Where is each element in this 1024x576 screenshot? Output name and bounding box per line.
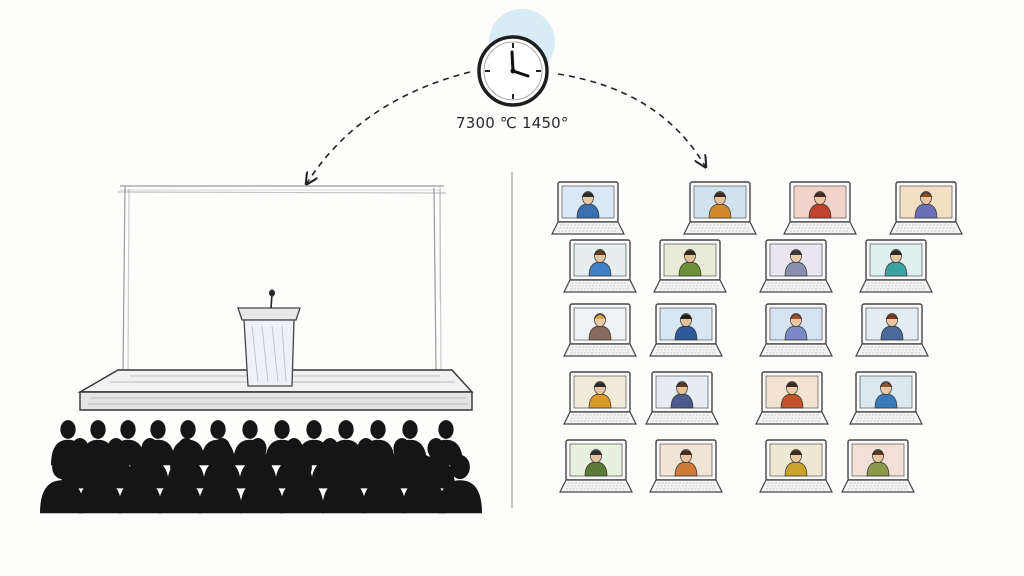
audience-group [40, 420, 482, 514]
laptop-participant [759, 303, 833, 357]
laptop-participant [841, 439, 915, 493]
laptop-participant [563, 303, 637, 357]
laptop-participant [551, 181, 625, 235]
laptop-participant [653, 239, 727, 293]
laptop-participant [559, 439, 633, 493]
laptop-participant [755, 371, 829, 425]
audience-person [438, 454, 482, 514]
laptop-participant [855, 303, 929, 357]
laptop-grid [551, 181, 963, 493]
laptop-participant [859, 239, 933, 293]
clock-icon [477, 9, 555, 107]
stage-platform [77, 369, 474, 411]
audience-person [158, 454, 202, 514]
laptop-participant [849, 371, 923, 425]
podium [237, 289, 301, 387]
clock-label: 7300 ℃ 1450° [456, 114, 569, 132]
audience-person [322, 454, 366, 514]
projection-screen [117, 185, 447, 375]
laptop-participant [759, 439, 833, 493]
audience-person [280, 454, 324, 514]
audience-person [198, 454, 242, 514]
laptop-participant [563, 371, 637, 425]
arrow-clock-to-stage [307, 71, 471, 183]
audience-person [240, 454, 284, 514]
laptop-participant [645, 371, 719, 425]
laptop-participant [649, 303, 723, 357]
arrow-clock-to-laptops [557, 73, 705, 166]
audience-person [362, 454, 406, 514]
laptop-participant [683, 181, 757, 235]
laptop-participant [889, 181, 963, 235]
audience-person [78, 454, 122, 514]
laptop-participant [759, 239, 833, 293]
laptop-participant [563, 239, 637, 293]
laptop-participant [783, 181, 857, 235]
audience-person [118, 454, 162, 514]
laptop-participant [649, 439, 723, 493]
audience-person [402, 454, 446, 514]
audience-person [40, 454, 84, 514]
